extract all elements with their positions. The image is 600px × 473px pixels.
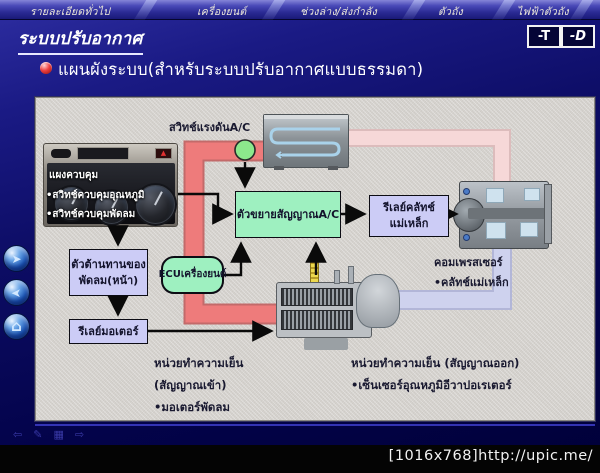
pressure-switch-label: สวิทช์แรงดันA/C — [169, 121, 251, 134]
compressor-port — [486, 188, 504, 203]
nav-forward-button[interactable] — [3, 245, 30, 272]
panel-divider — [35, 424, 595, 426]
sidebar-nav — [3, 245, 30, 340]
forward-arrow-icon — [11, 253, 21, 265]
tab-separator — [261, 0, 286, 20]
tab-separator — [133, 0, 158, 20]
clutch-relay-line2: แม่เหล็ก — [389, 217, 429, 230]
compressor-body-band — [468, 208, 546, 219]
toolbar-back-icon[interactable] — [13, 429, 22, 440]
cooling-unit-out-title: หน่วยทำความเย็น (สัญญาณออก) — [351, 356, 520, 370]
blower-resistor-line2: พัดลม(หน้า) — [78, 273, 139, 287]
toolbar-forward-icon[interactable] — [75, 429, 84, 440]
pipe-stub — [348, 266, 354, 284]
ac-amplifier-label: ตัวขยายสัญญาณA/C — [236, 207, 340, 221]
toggle-t-button[interactable]: -T — [527, 25, 561, 48]
cooling-unit-in-title: หน่วยทำความเย็น (สัญญาณเข้า) — [154, 356, 244, 392]
bottom-toolbar — [13, 429, 84, 440]
blower-foot — [304, 338, 348, 350]
box-clutch-relay: รีเลย์คลัทช์ แม่เหล็ก — [369, 195, 449, 237]
compressor-port — [520, 222, 538, 237]
compressor-port — [486, 222, 506, 239]
refrigerant-pipes-graphic — [183, 129, 512, 325]
box-engine-ecu: ECUเครื่องยนต์ — [158, 256, 227, 294]
bolt-icon — [463, 234, 470, 241]
evaporator-image — [263, 114, 349, 170]
temperature-knob — [55, 187, 88, 220]
page-title: ระบบปรับอากาศ — [18, 25, 143, 55]
vent-slot — [51, 149, 71, 158]
compressor-image — [453, 181, 552, 249]
watermark-text: [1016x768]http://upic.me/ — [388, 448, 593, 464]
clutch-relay-line1: รีเลย์คลัทช์ — [383, 201, 435, 215]
cooling-unit-image — [276, 258, 401, 351]
compressor-item: •คลัทช์แม่เหล็ก — [434, 276, 509, 289]
tab-chassis-powertrain[interactable]: ช่วงล่าง/ส่งกำลัง — [300, 6, 377, 18]
tab-body[interactable]: ตัวถัง — [438, 6, 463, 18]
blower-dome — [356, 274, 400, 328]
motor-relay-label: รีเลย์มอเตอร์ — [78, 324, 139, 338]
toggle-d-button[interactable]: -D — [561, 25, 595, 48]
cooling-unit-in-annotation: หน่วยทำความเย็น (สัญญาณเข้า) •มอเตอร์พัด… — [154, 352, 276, 418]
diagram-panel: แผงควบคุม •สวิทช์ควบคุมอุณหภูมิ •สวิทช์ค… — [35, 97, 595, 421]
control-panel-image: แผงควบคุม •สวิทช์ควบคุมอุณหภูมิ •สวิทช์ค… — [43, 143, 178, 227]
bolt-icon — [463, 188, 470, 195]
tab-separator — [569, 0, 594, 20]
blower-grille — [281, 288, 353, 306]
blower-grille — [281, 310, 353, 330]
nav-home-button[interactable] — [3, 313, 30, 340]
compressor-annotation: คอมเพรสเซอร์ •คลัทช์แม่เหล็ก — [434, 253, 534, 293]
evaporator-foot — [274, 166, 284, 170]
box-motor-relay: รีเลย์มอเตอร์ — [69, 319, 148, 344]
blower-resistor-line1: ตัวต้านทานของ — [71, 257, 146, 271]
top-navbar: รายละเอียดทั่วไป เครื่องยนต์ ช่วงล่าง/ส่… — [0, 0, 600, 20]
fan-knob — [136, 185, 175, 224]
section-heading: แผนผังระบบ(สำหรับระบบปรับอากาศแบบธรรมดา) — [58, 60, 424, 79]
evaporator-foot — [328, 166, 338, 170]
tab-general-details[interactable]: รายละเอียดทั่วไป — [30, 6, 110, 18]
fan-switch-label: •สวิทช์ควบคุมพัดลม — [46, 209, 136, 220]
mounting-bracket — [544, 184, 552, 244]
compressor-port — [524, 188, 540, 201]
nav-back-button[interactable] — [3, 279, 30, 306]
engine-ecu-label: ECUเครื่องยนต์ — [158, 268, 227, 280]
pipe-stub — [334, 270, 340, 284]
cooling-unit-in-item: •มอเตอร์พัดลม — [154, 400, 230, 414]
serpentine-tube-graphic — [269, 127, 341, 159]
evaporator-top-cap — [264, 115, 348, 119]
tab-separator — [401, 0, 426, 20]
toolbar-list-icon[interactable] — [53, 429, 63, 440]
red-sphere-icon — [40, 62, 52, 74]
box-blower-resistor: ตัวต้านทานของ พัดลม(หน้า) — [69, 249, 148, 296]
back-arrow-icon — [11, 287, 21, 299]
box-ac-amplifier: ตัวขยายสัญญาณA/C — [235, 191, 341, 238]
tab-separator — [491, 0, 516, 20]
cooling-unit-out-item: •เซ็นเซอร์อุณหภูมิอีวาปอเรเตอร์ — [351, 378, 512, 392]
compressor-title: คอมเพรสเซอร์ — [434, 256, 503, 269]
temperature-switch-label: •สวิทช์ควบคุมอุณหภูมิ — [46, 190, 145, 201]
home-icon — [11, 319, 22, 334]
control-panel-face — [47, 163, 175, 224]
control-panel-title: แผงควบคุม — [49, 170, 99, 181]
footer-bar: [1016x768]http://upic.me/ — [0, 445, 600, 473]
slider-slot — [77, 147, 129, 160]
toolbar-pencil-icon[interactable] — [33, 429, 42, 440]
tab-engine[interactable]: เครื่องยนต์ — [197, 6, 247, 18]
hazard-button-icon — [155, 148, 172, 159]
tab-body-electrical[interactable]: ไฟฟ้าตัวถัง — [517, 6, 569, 18]
mode-knob — [95, 191, 128, 224]
cooling-unit-out-annotation: หน่วยทำความเย็น (สัญญาณออก) •เซ็นเซอร์อุ… — [351, 352, 536, 396]
